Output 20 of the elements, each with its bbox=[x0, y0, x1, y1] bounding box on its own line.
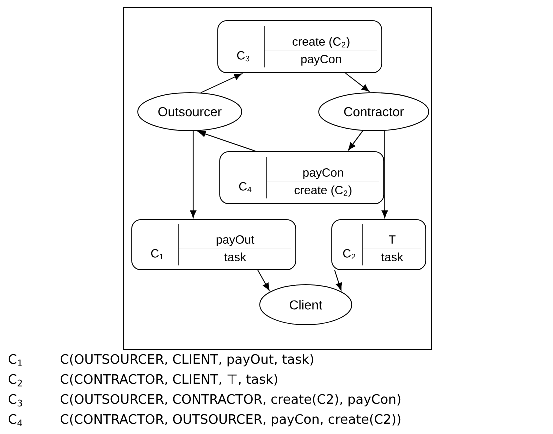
constraint-definition: C(OUTSOURCER, CONTRACTOR, create(C2), payCon) bbox=[60, 394, 401, 407]
constraint-name: C$_{3}$ bbox=[8, 394, 22, 407]
arrow bbox=[382, 130, 388, 218]
constraint-definition: C(CONTRACTOR, CLIENT, ⊤, task) bbox=[60, 374, 278, 386]
rule-box: C$_{3}$ create (C$_{2}$) payCon bbox=[218, 20, 382, 74]
rule-box: C$_{2}$ T task bbox=[332, 220, 426, 270]
arrow bbox=[345, 72, 370, 92]
arrow bbox=[334, 270, 342, 291]
arrow bbox=[348, 130, 364, 151]
arrow bbox=[200, 74, 242, 94]
arrow bbox=[190, 130, 197, 218]
arrow bbox=[258, 270, 270, 291]
constraint-definition: C(CONTRACTOR, OUTSOURCER, payCon, create(C2)) bbox=[60, 414, 401, 427]
constraint-name: C$_{1}$ bbox=[8, 354, 22, 366]
rule-box: C$_{1}$ payOut task bbox=[132, 220, 296, 270]
arrow bbox=[198, 131, 257, 152]
constraint-name: C$_{2}$ bbox=[8, 374, 22, 387]
rule-box: C$_{4}$ payCon create (C$_{2}$) bbox=[220, 152, 384, 204]
constraint-name: C$_{4}$ bbox=[8, 414, 22, 426]
constraint-definition: C(OUTSOURCER, CLIENT, payOut, task) bbox=[60, 354, 314, 367]
